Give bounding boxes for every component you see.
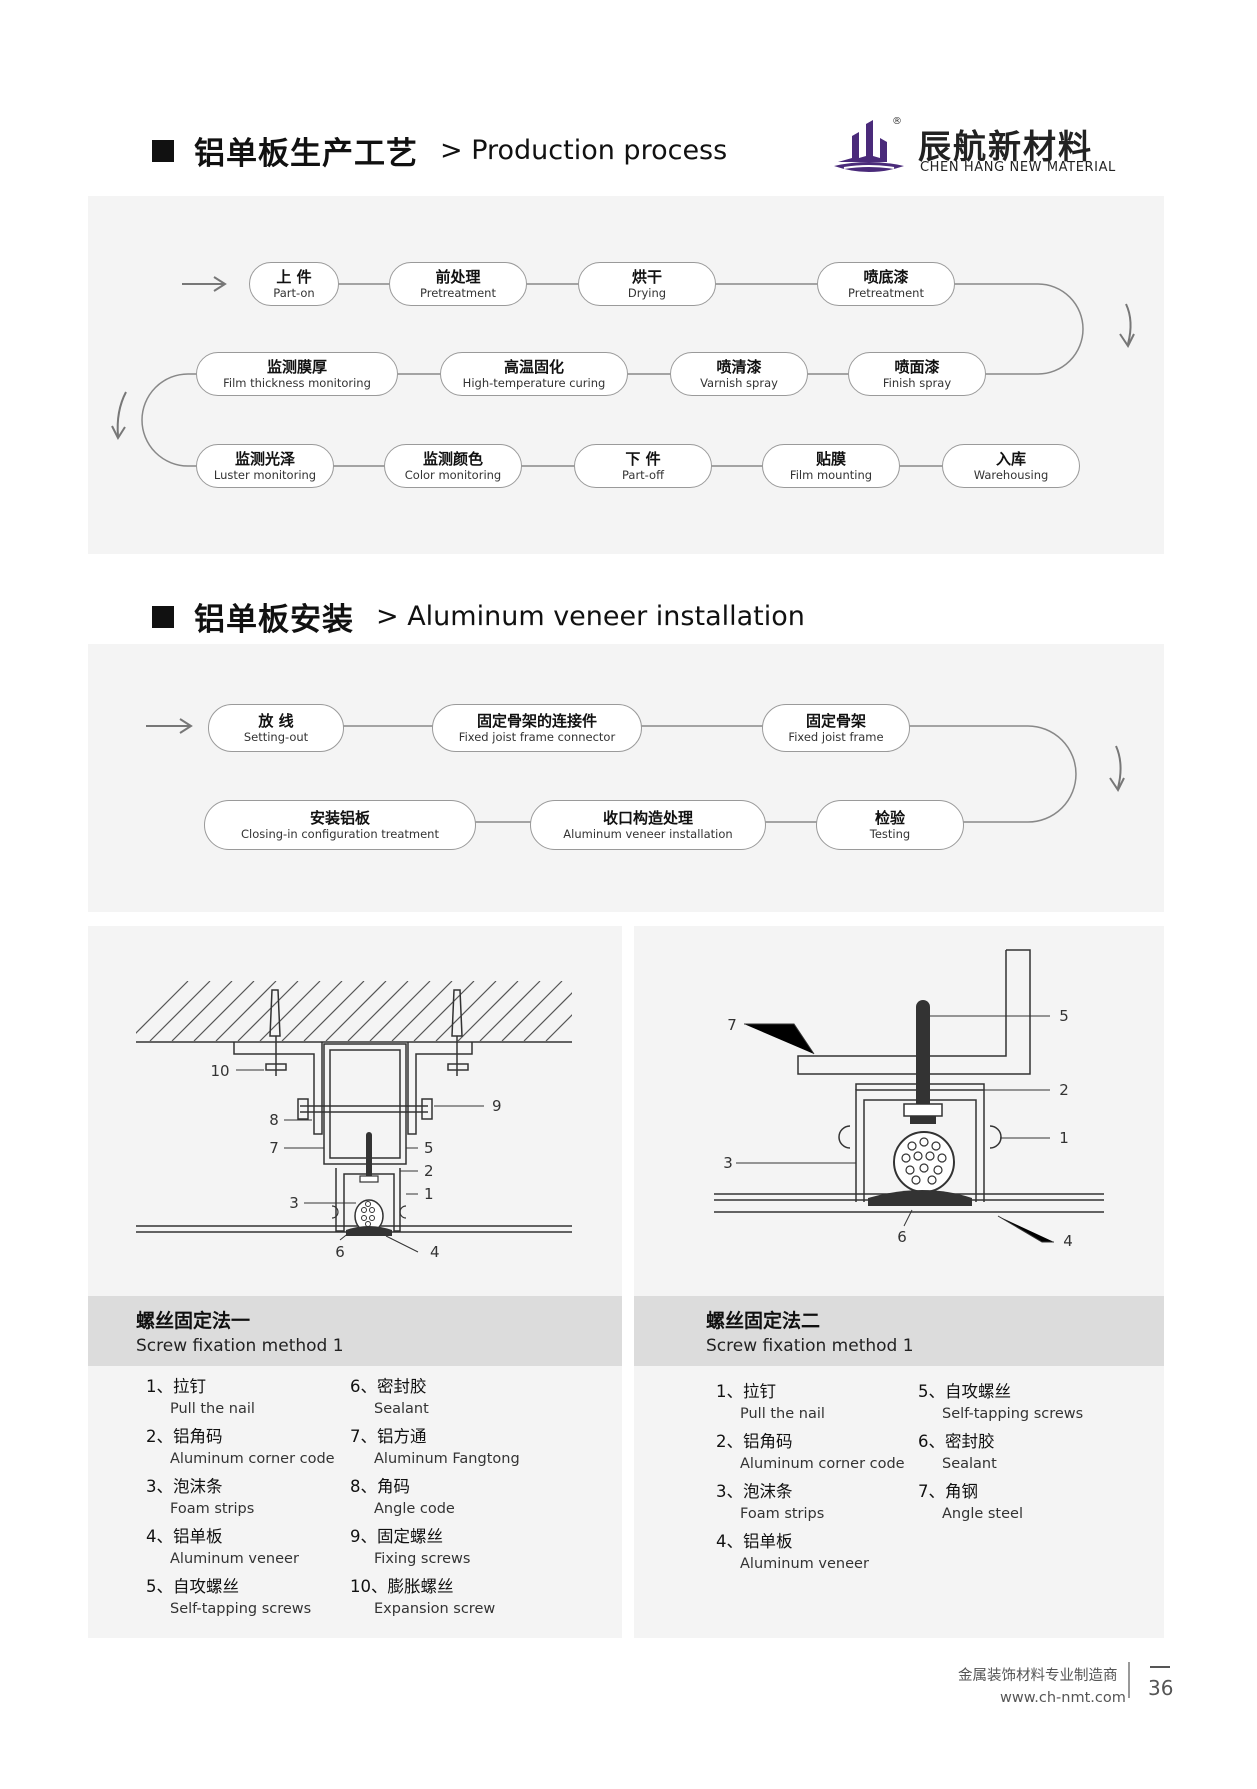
method1-caption: 螺丝固定法一 Screw fixation method 1 [88, 1296, 622, 1366]
footer-slogan: 金属装饰材料专业制造商 [958, 1668, 1118, 1684]
square-bullet-icon [152, 139, 174, 162]
curve-arrow-left-icon [111, 391, 127, 441]
m2-label-4: 4 [1063, 1232, 1073, 1250]
m2-label-1: 1 [1059, 1129, 1069, 1147]
method1-title-cn: 螺丝固定法一 [136, 1310, 251, 1332]
m2-label-7: 7 [727, 1016, 737, 1034]
company-logo-icon [832, 118, 906, 178]
production-title-cn: 铝单板生产工艺 [194, 136, 418, 172]
curve-arrow-right-icon [1119, 303, 1135, 348]
m1-label-1: 1 [424, 1185, 434, 1203]
method2-panel: 7 5 2 1 3 6 4 [634, 926, 1164, 1638]
method1-panel: 10 9 8 7 5 2 1 3 6 4 [88, 926, 622, 1638]
square-bullet-icon [152, 605, 174, 628]
installation-title-en: > Aluminum veneer installation [376, 601, 805, 632]
m1-label-3: 3 [289, 1194, 299, 1212]
method2-caption: 螺丝固定法二 Screw fixation method 1 [634, 1296, 1164, 1366]
m1-label-9: 9 [492, 1097, 502, 1115]
m2-label-3: 3 [723, 1154, 733, 1172]
m1-label-8: 8 [269, 1111, 279, 1129]
install-entry-arrow-icon [146, 718, 193, 734]
page-number: 36 [1148, 1676, 1174, 1700]
brand-name-en: CHEN HANG NEW MATERIAL [920, 160, 1116, 175]
m1-label-10: 10 [210, 1062, 229, 1080]
m1-label-2: 2 [424, 1162, 434, 1180]
m1-label-4: 4 [430, 1243, 440, 1261]
method1-title-en: Screw fixation method 1 [136, 1336, 344, 1356]
page-number-dash [1150, 1666, 1170, 1668]
footer-divider [1128, 1662, 1130, 1698]
method2-title-cn: 螺丝固定法二 [706, 1310, 821, 1332]
registered-mark: ® [892, 116, 902, 127]
installation-panel [88, 644, 1164, 912]
entry-arrow-icon [182, 276, 227, 292]
production-title-en: > Production process [440, 135, 728, 166]
m1-label-5: 5 [424, 1139, 434, 1157]
production-section-title: 铝单板生产工艺 > Production process [152, 128, 727, 173]
method2-diagram: 7 5 2 1 3 6 4 [714, 949, 1104, 1250]
m1-label-7: 7 [269, 1139, 279, 1157]
m2-label-2: 2 [1059, 1081, 1069, 1099]
installation-title-cn: 铝单板安装 [194, 602, 354, 638]
m2-label-6: 6 [897, 1228, 907, 1246]
method2-title-en: Screw fixation method 1 [706, 1336, 914, 1356]
brand-name-cn: 辰航新材料 [918, 127, 1093, 166]
installation-section-title: 铝单板安装 > Aluminum veneer installation [152, 594, 805, 639]
footer-url: www.ch-nmt.com [1000, 1690, 1126, 1706]
install-curve-arrow-icon [1109, 745, 1125, 792]
m2-label-5: 5 [1059, 1007, 1069, 1025]
method1-diagram: 10 9 8 7 5 2 1 3 6 4 [136, 981, 572, 1261]
installation-flow-lines [146, 718, 1125, 823]
m1-label-6: 6 [335, 1243, 345, 1261]
